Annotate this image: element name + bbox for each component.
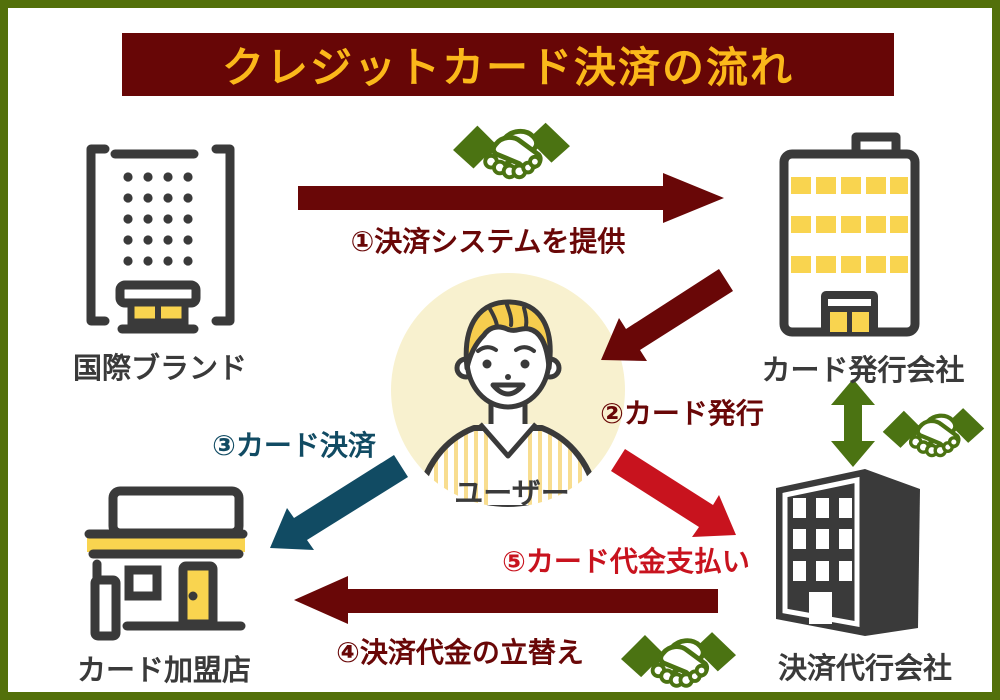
agency-label: 決済代行会社 (777, 653, 953, 685)
step3-arrow (270, 455, 408, 550)
brand-label: 国際ブランド (72, 353, 248, 385)
handshake-icon (881, 398, 986, 464)
double-headed-arrow-icon (831, 379, 875, 467)
issuer-label: カード発行会社 (761, 355, 965, 387)
office-building-icon (779, 132, 920, 337)
step5-arrow (611, 449, 736, 537)
person-avatar-icon (391, 273, 625, 507)
step4-arrow (294, 576, 718, 624)
storefront-icon (84, 486, 248, 641)
solid-3d-building-icon (776, 469, 920, 636)
merchant-label: カード加盟店 (76, 655, 252, 687)
outline-building-icon (86, 144, 235, 334)
handshake-icon (450, 111, 573, 187)
step1-label: ①決済システムを提供 (350, 226, 626, 257)
page-title: クレジットカード決済の流れ (221, 44, 794, 91)
handshake-icon (621, 620, 736, 696)
step4-label: ④決済代金の立替え (336, 637, 584, 668)
step2-label: ②カード発行 (600, 398, 764, 429)
title-banner: クレジットカード決済の流れ (122, 33, 894, 96)
step5-label: ⑤カード代金支払い (502, 546, 750, 577)
step3-label: ③カード決済 (212, 430, 376, 461)
user-label: ユーザー (454, 478, 570, 510)
